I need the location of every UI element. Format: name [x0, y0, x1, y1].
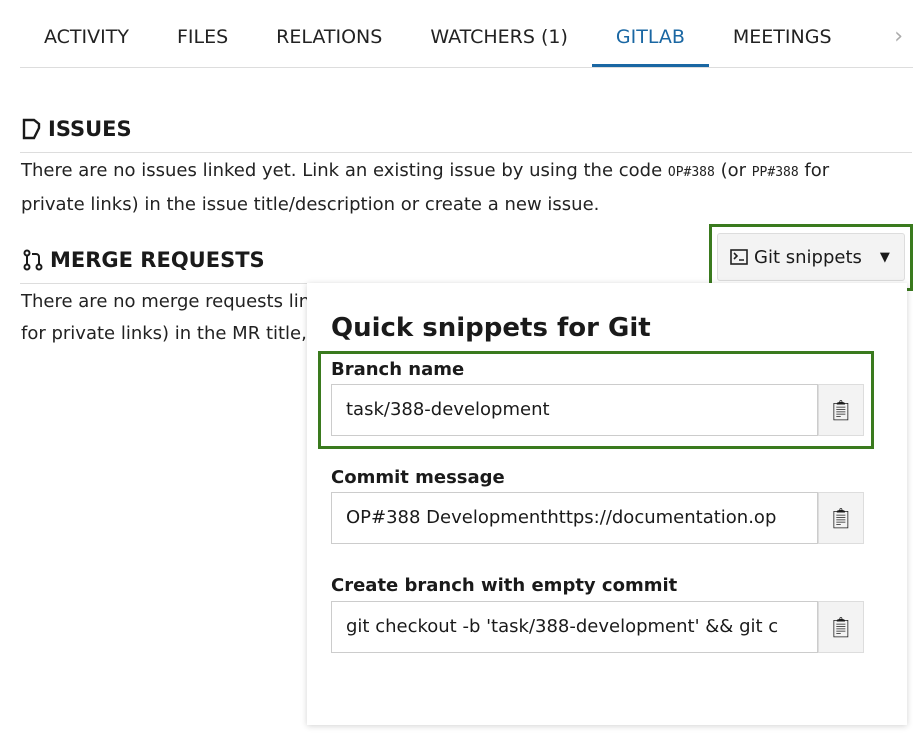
create-branch-label: Create branch with empty commit	[331, 575, 678, 596]
highlight-box	[709, 224, 913, 291]
chevron-right-icon[interactable]: ›	[894, 24, 903, 49]
tab-gitlab[interactable]: GITLAB	[591, 0, 709, 67]
issue-icon	[22, 118, 41, 140]
tab-activity[interactable]: ACTIVITY	[44, 26, 129, 48]
tab-bar: ACTIVITY FILES RELATIONS WATCHERS (1) GI…	[20, 0, 913, 68]
copy-icon: 📋︎	[828, 615, 854, 639]
create-branch-field[interactable]: git checkout -b 'task/388-development' &…	[331, 601, 818, 653]
merge-request-icon	[23, 249, 43, 271]
issues-text: There are no issues linked yet. Link an …	[21, 160, 830, 215]
copy-icon: 📋︎	[828, 506, 854, 530]
divider	[20, 283, 310, 284]
copy-icon: 📋︎	[828, 398, 854, 422]
highlight-box	[318, 351, 874, 449]
divider	[20, 152, 912, 153]
merge-requests-heading: MERGE REQUESTS	[22, 248, 265, 272]
terminal-icon	[730, 249, 748, 265]
branch-name-field[interactable]: task/388-development	[331, 384, 818, 436]
commit-message-field[interactable]: OP#388 Developmenthttps://documentation.…	[331, 492, 818, 544]
tab-relations[interactable]: RELATIONS	[276, 26, 383, 48]
issues-heading: ISSUES	[22, 117, 132, 141]
branch-name-label: Branch name	[331, 359, 465, 380]
commit-message-label: Commit message	[331, 467, 505, 488]
git-snippets-button[interactable]: Git snippets ▼	[717, 233, 905, 281]
caret-down-icon: ▼	[879, 249, 890, 265]
copy-branch-button[interactable]: 📋︎	[818, 384, 864, 436]
tab-meetings[interactable]: MEETINGS	[732, 26, 832, 48]
git-snippets-dropdown: Quick snippets for Git Branch name task/…	[307, 283, 907, 725]
dropdown-title: Quick snippets for Git	[331, 313, 651, 343]
tab-watchers[interactable]: WATCHERS (1)	[430, 26, 568, 48]
copy-create-branch-button[interactable]: 📋︎	[818, 601, 864, 653]
tab-files[interactable]: FILES	[176, 26, 229, 48]
copy-commit-button[interactable]: 📋︎	[818, 492, 864, 544]
